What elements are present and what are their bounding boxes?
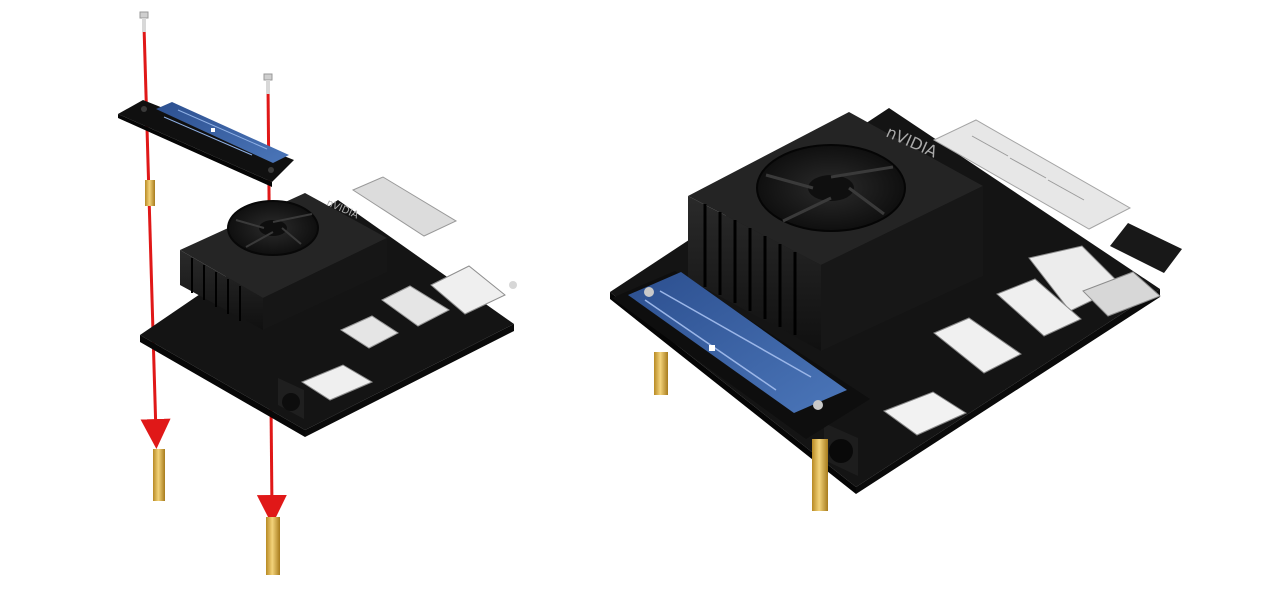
standoff-icon [266, 517, 280, 575]
standoff-icon [654, 352, 668, 395]
screw-icon [139, 11, 149, 32]
carrier-board-exploded: nVIDIA [140, 176, 517, 437]
exploded-view: nVIDIA [118, 11, 517, 575]
antenna-plate-exploded [118, 100, 294, 187]
standoff-icon [145, 180, 155, 206]
fan-icon [227, 200, 319, 256]
standoff-icon [153, 449, 165, 501]
assembled-view: nVIDIA [610, 108, 1182, 511]
fan-icon [756, 144, 906, 232]
standoff-icon [812, 439, 828, 511]
screw-icon [263, 73, 273, 94]
guide-arrow-left [140, 25, 171, 449]
